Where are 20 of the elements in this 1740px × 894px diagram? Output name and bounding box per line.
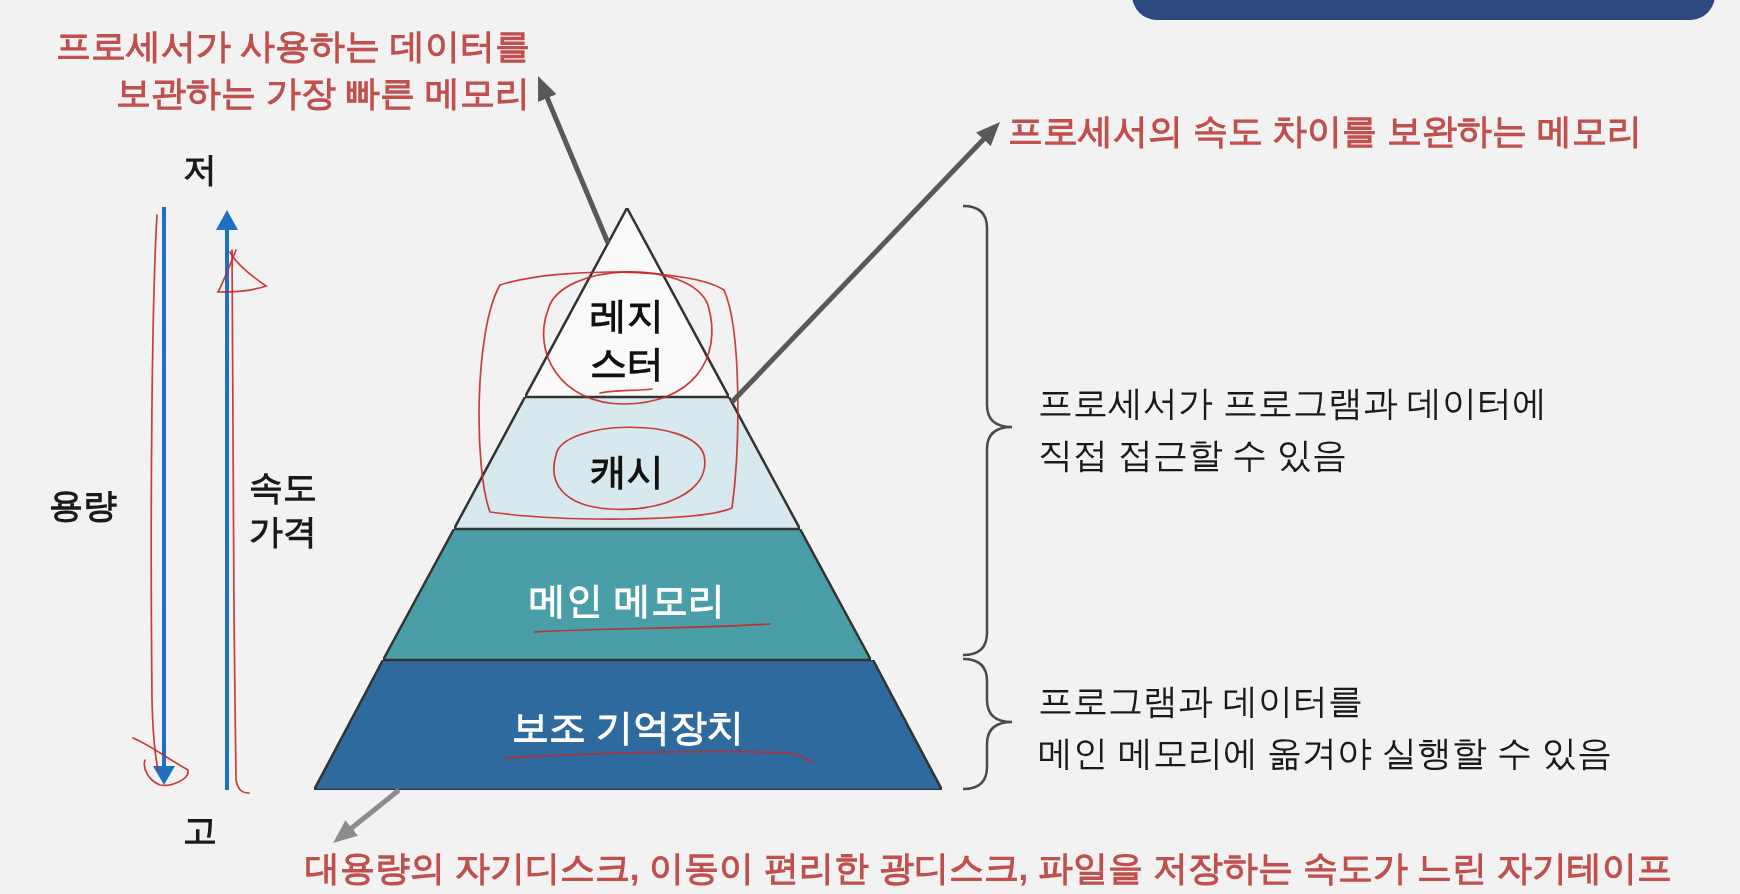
- callout-text: 프로세서가 사용하는 데이터를 보관하는 가장 빠른 메모리: [55, 22, 530, 116]
- arrow: [333, 788, 401, 843]
- level-label: 캐시: [590, 450, 664, 494]
- scale-end-label: 저: [183, 149, 217, 190]
- pyramid-level: [314, 660, 942, 790]
- pyramid-level: [525, 208, 729, 397]
- arrow: [730, 122, 1000, 404]
- brace-note: 프로세서가 프로그램과 데이터에 직접 접근할 수 있음: [1038, 382, 1548, 476]
- brace-note: 프로그램과 데이터를 메인 메모리에 옮겨야 실행할 수 있음: [1038, 680, 1612, 774]
- scale-end-label: 고: [183, 810, 217, 851]
- level-label: 보조 기억장치: [511, 706, 745, 750]
- callout-text: 프로세서의 속도 차이를 보완하는 메모리: [1008, 108, 1642, 154]
- pyramid-level: [454, 397, 800, 529]
- level-label: 레지스터: [589, 294, 665, 386]
- pyramid-level: [383, 529, 871, 660]
- callout-text: 대용량의 자기디스크, 이동이 편리한 광디스크, 파일을 저장하는 속도가 느린 자기테이프: [305, 846, 1672, 890]
- axis-label: 용량: [49, 485, 117, 526]
- axis-label: 속도 가격: [249, 467, 317, 552]
- level-label: 메인 메모리: [529, 579, 725, 623]
- arrow: [538, 76, 611, 244]
